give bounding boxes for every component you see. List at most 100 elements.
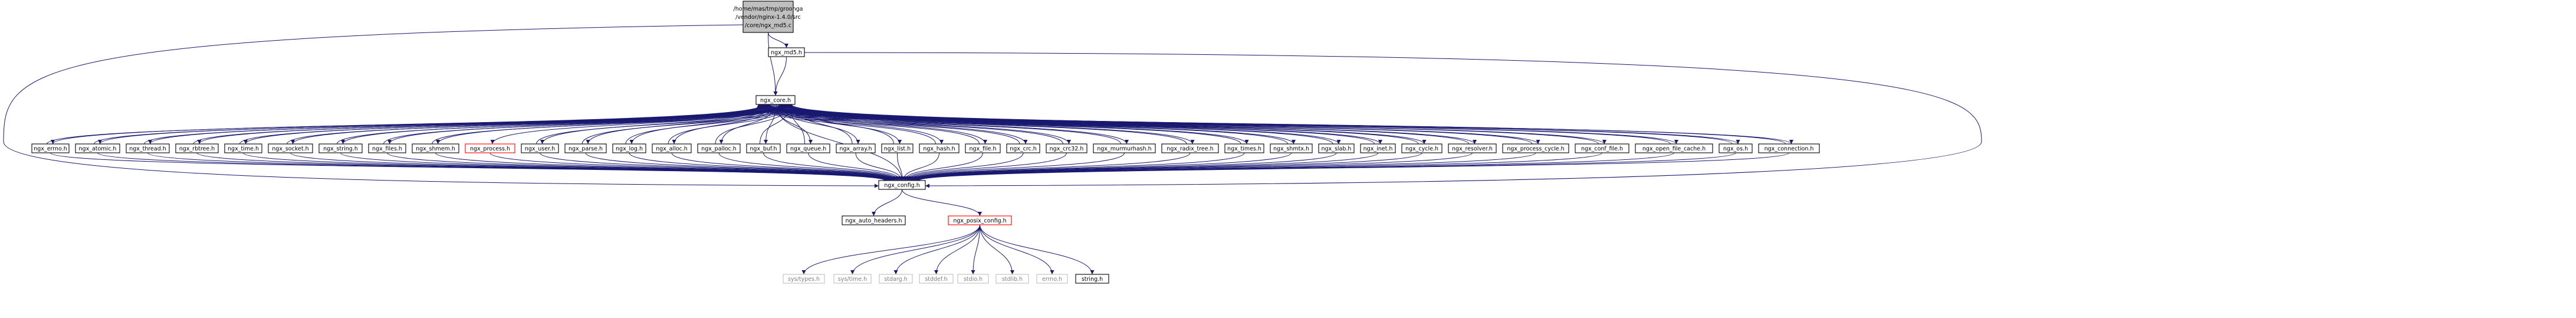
node-stdarg[interactable]: stdarg.h <box>879 274 913 284</box>
edge-posix_config-to-stdio <box>971 224 980 275</box>
node-time[interactable]: ngx_time.h <box>224 143 262 153</box>
node-murmurhash[interactable]: ngx_murmurhash.h <box>1093 143 1156 153</box>
node-cycle[interactable]: ngx_cycle.h <box>1401 143 1443 153</box>
node-errno-sys[interactable]: errno.h <box>1036 274 1068 284</box>
node-label: ngx_buf.h <box>750 146 777 152</box>
edge-queue-to-config <box>808 152 903 181</box>
node-conf-file[interactable]: ngx_conf_file.h <box>1575 143 1629 153</box>
node-crc[interactable]: ngx_crc.h <box>1006 143 1040 153</box>
node-label: stdlib.h <box>1002 276 1023 283</box>
edge-crc32-to-core <box>758 104 1063 145</box>
node-auto-headers[interactable]: ngx_auto_headers.h <box>842 215 906 225</box>
node-socket[interactable]: ngx_socket.h <box>268 143 313 153</box>
node-stddef[interactable]: stddef.h <box>919 274 954 284</box>
node-inet[interactable]: ngx_inet.h <box>1360 143 1396 153</box>
node-list[interactable]: ngx_list.h <box>881 143 914 153</box>
node-string[interactable]: ngx_string.h <box>318 143 363 153</box>
node-config[interactable]: ngx_config.h <box>878 180 926 190</box>
node-label: ngx_conf_file.h <box>1581 146 1623 152</box>
edge-posix_config-to-errno_sys <box>980 224 1054 275</box>
edge-resolver-to-core <box>764 104 1469 145</box>
node-label: ngx_array.h <box>839 146 872 152</box>
node-box <box>833 274 872 284</box>
edge-conf_file-to-config <box>914 152 1602 181</box>
node-user[interactable]: ngx_user.h <box>521 143 559 153</box>
node-stdio[interactable]: stdio.h <box>957 274 989 284</box>
node-box <box>1224 143 1264 153</box>
edge-times-to-config <box>907 152 1245 181</box>
node-thread[interactable]: ngx_thread.h <box>126 143 170 153</box>
node-os[interactable]: ngx_os.h <box>1719 143 1753 153</box>
node-box <box>1046 143 1087 153</box>
node-queue[interactable]: ngx_queue.h <box>786 143 830 153</box>
node-buf[interactable]: ngx_buf.h <box>746 143 781 153</box>
node-label: ngx_rbtree.h <box>179 146 215 152</box>
node-array[interactable]: ngx_array.h <box>836 143 876 153</box>
node-atomic[interactable]: ngx_atomic.h <box>75 143 120 153</box>
node-core[interactable]: ngx_core.h <box>755 95 796 105</box>
node-label: stdio.h <box>964 276 983 283</box>
edge-array-to-config <box>855 152 903 181</box>
node-box <box>564 143 607 153</box>
node-sys-types[interactable]: sys/types.h <box>783 274 825 284</box>
node-string-sys[interactable]: string.h <box>1075 274 1109 284</box>
node-slab[interactable]: ngx_slab.h <box>1318 143 1355 153</box>
node-errno[interactable]: ngx_errno.h <box>31 143 70 153</box>
node-sys-time[interactable]: sys/time.h <box>833 274 872 284</box>
edge-string-to-config <box>340 152 892 181</box>
edge-murmurhash-to-config <box>905 152 1125 181</box>
node-shmtx[interactable]: ngx_shmtx.h <box>1270 143 1313 153</box>
node-crc32[interactable]: ngx_crc32.h <box>1046 143 1087 153</box>
edge-crc-to-config <box>903 152 1024 181</box>
node-hash[interactable]: ngx_hash.h <box>919 143 960 153</box>
node-label: ngx_string.h <box>323 146 358 152</box>
node-parse[interactable]: ngx_parse.h <box>564 143 607 153</box>
node-file[interactable]: ngx_file.h <box>965 143 1001 153</box>
node-label: ngx_errno.h <box>34 146 67 152</box>
edge-inet-to-config <box>910 152 1378 181</box>
node-label: ngx_queue.h <box>790 146 826 152</box>
node-connection[interactable]: ngx_connection.h <box>1758 143 1820 153</box>
edge-files-to-config <box>387 152 893 181</box>
node-box <box>126 143 170 153</box>
edge-socket-to-core <box>287 104 786 145</box>
edge-inet-to-core <box>763 104 1375 145</box>
node-posix-config[interactable]: ngx_posix_config.h <box>948 215 1012 225</box>
node-label: ngx_alloc.h <box>656 146 688 152</box>
node-box <box>1575 143 1629 153</box>
node-stdlib[interactable]: stdlib.h <box>995 274 1029 284</box>
node-box <box>1036 274 1068 284</box>
node-box <box>175 143 219 153</box>
node-box <box>842 215 906 225</box>
edge-log-to-config <box>629 152 899 181</box>
node-label: ngx_user.h <box>525 146 555 152</box>
node-process[interactable]: ngx_process.h <box>465 143 515 153</box>
node-resolver[interactable]: ngx_resolver.h <box>1448 143 1497 153</box>
node-times[interactable]: ngx_times.h <box>1224 143 1264 153</box>
node-radix[interactable]: ngx_radix_tree.h <box>1161 143 1219 153</box>
node-label: ngx_files.h <box>372 146 402 152</box>
node-box <box>1758 143 1820 153</box>
node-label: ngx_hash.h <box>923 146 955 152</box>
node-label: ngx_slab.h <box>1322 146 1352 152</box>
node-md5[interactable]: ngx_md5.h <box>768 47 805 57</box>
node-process-cycle[interactable]: ngx_process_cycle.h <box>1502 143 1569 153</box>
node-root[interactable]: /home/mas/tmp/groonga/vendor/nginx-1.4.0… <box>734 1 803 33</box>
edge-murmurhash-to-core <box>759 104 1121 145</box>
node-alloc[interactable]: ngx_alloc.h <box>652 143 692 153</box>
node-files[interactable]: ngx_files.h <box>368 143 406 153</box>
node-open-file-cache[interactable]: ngx_open_file_cache.h <box>1635 143 1713 153</box>
node-label: ngx_inet.h <box>1363 146 1393 152</box>
node-log[interactable]: ngx_log.h <box>612 143 646 153</box>
node-box <box>465 143 515 153</box>
node-rbtree[interactable]: ngx_rbtree.h <box>175 143 219 153</box>
edge-file-to-core <box>757 104 980 145</box>
node-label: ngx_open_file_cache.h <box>1642 146 1706 152</box>
edge-process-to-config <box>489 152 896 181</box>
node-label: ngx_posix_config.h <box>953 218 1006 224</box>
node-shmem[interactable]: ngx_shmem.h <box>412 143 459 153</box>
node-box <box>1719 143 1753 153</box>
node-palloc[interactable]: ngx_palloc.h <box>697 143 741 153</box>
edge-conf_file-to-core <box>765 104 1599 145</box>
